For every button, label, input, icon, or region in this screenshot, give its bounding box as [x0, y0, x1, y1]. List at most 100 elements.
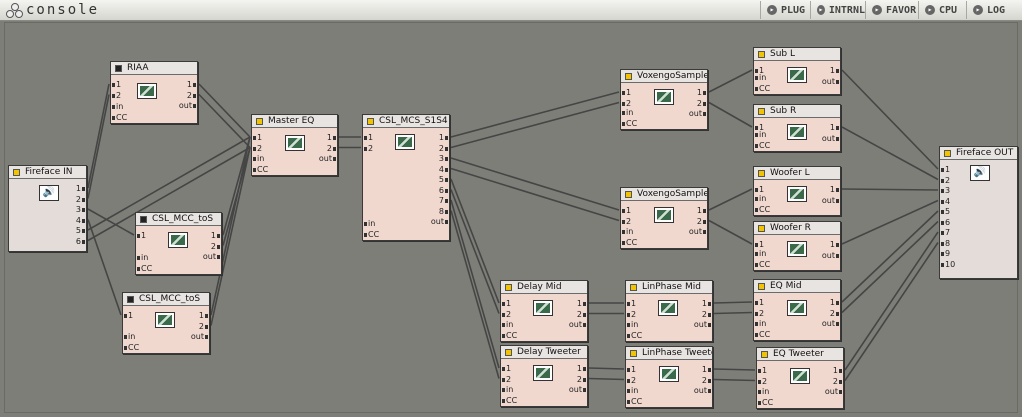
output-port[interactable]: out [821, 133, 840, 143]
input-port[interactable]: CC [757, 397, 774, 407]
input-port[interactable]: 2 [363, 143, 374, 153]
input-port[interactable]: in [363, 219, 376, 228]
output-port[interactable]: out [821, 250, 840, 260]
input-port[interactable]: CC [621, 237, 638, 247]
input-port[interactable]: in [757, 387, 770, 396]
patch-cable[interactable] [87, 219, 122, 316]
patch-cable[interactable] [841, 69, 939, 170]
power-led-icon[interactable] [505, 284, 512, 291]
input-port[interactable]: in [252, 154, 265, 163]
output-port[interactable]: 2 [576, 374, 587, 384]
input-port[interactable]: 1 [123, 311, 134, 320]
output-port[interactable]: 1 [829, 185, 840, 194]
output-port[interactable]: 1 [576, 364, 587, 373]
module-title[interactable]: Sub L [754, 48, 840, 61]
module-title[interactable]: EQ Mid [754, 280, 840, 293]
favor-button[interactable]: ▸ FAVOR [865, 1, 918, 19]
input-port[interactable]: CC [501, 330, 518, 340]
patch-cable[interactable] [841, 126, 939, 181]
output-port[interactable]: 5 [438, 175, 449, 184]
output-port[interactable]: 1 [829, 66, 840, 75]
power-led-icon[interactable] [944, 150, 951, 157]
speaker-icon[interactable]: 🔊 [970, 165, 990, 181]
output-port[interactable]: 1 [438, 133, 449, 142]
input-port[interactable]: in [111, 102, 124, 111]
input-port[interactable]: in [626, 320, 639, 329]
output-port[interactable]: 1 [829, 240, 840, 249]
power-led-icon[interactable] [630, 284, 637, 291]
patch-cable[interactable] [844, 242, 939, 381]
output-port[interactable]: 2 [75, 194, 86, 204]
output-port[interactable]: 1 [326, 133, 337, 142]
input-port[interactable]: 2 [626, 309, 637, 319]
module-title[interactable]: Delay Mid [501, 281, 587, 294]
module-title[interactable]: Fireface IN [9, 166, 86, 179]
power-led-icon[interactable] [115, 65, 122, 72]
input-port[interactable]: 1 [757, 366, 768, 375]
module-title[interactable]: RIAA [111, 62, 197, 75]
power-led-icon[interactable] [758, 283, 765, 290]
input-port[interactable]: 2 [501, 309, 512, 319]
output-port[interactable]: 2 [832, 376, 843, 386]
scope-icon[interactable] [285, 135, 305, 151]
scope-icon[interactable] [395, 134, 415, 150]
patch-cable[interactable] [588, 367, 625, 370]
input-port[interactable]: in [501, 320, 514, 329]
patch-cable[interactable] [713, 311, 753, 315]
input-port[interactable]: CC [754, 140, 771, 150]
output-port[interactable]: out [821, 195, 840, 205]
patch-cable[interactable] [450, 167, 620, 222]
input-port[interactable]: 2 [940, 175, 951, 185]
input-port[interactable]: CC [621, 118, 638, 128]
input-port[interactable]: CC [626, 330, 643, 340]
power-led-icon[interactable] [758, 51, 765, 58]
power-led-icon[interactable] [505, 349, 512, 356]
patch-cable[interactable] [450, 91, 620, 138]
intrnl-button[interactable]: ▸ INTRNL [810, 1, 865, 19]
input-port[interactable]: in [754, 249, 767, 258]
input-port[interactable]: 1 [621, 88, 632, 97]
power-led-icon[interactable] [758, 108, 765, 115]
power-led-icon[interactable] [367, 118, 374, 125]
scope-icon[interactable] [168, 232, 188, 248]
module-title[interactable]: Master EQ [252, 115, 337, 128]
power-led-icon[interactable] [758, 170, 765, 177]
module-title[interactable]: Fireface OUT [940, 147, 1017, 160]
input-port[interactable]: 7 [940, 228, 951, 237]
output-port[interactable]: out [688, 227, 707, 236]
output-port[interactable]: out [568, 385, 587, 394]
output-port[interactable]: 2 [326, 143, 337, 153]
input-port[interactable]: 1 [754, 298, 765, 307]
output-port[interactable]: 1 [576, 299, 587, 308]
patch-cable[interactable] [450, 157, 620, 211]
scope-icon[interactable] [654, 89, 674, 105]
input-port[interactable]: CC [123, 342, 140, 352]
patch-cable[interactable] [87, 83, 110, 189]
output-port[interactable]: out [821, 319, 840, 328]
power-led-icon[interactable] [256, 118, 263, 125]
input-port[interactable]: 1 [111, 80, 122, 89]
scope-icon[interactable] [659, 366, 679, 382]
input-port[interactable]: 1 [501, 299, 512, 308]
input-port[interactable]: in [754, 130, 767, 139]
scope-icon[interactable] [155, 312, 175, 328]
input-port[interactable]: 1 [754, 123, 765, 132]
output-port[interactable]: out [821, 76, 840, 86]
patch-cable[interactable] [450, 101, 620, 149]
input-port[interactable]: CC [111, 112, 128, 122]
scope-icon[interactable] [533, 365, 553, 381]
patch-cable[interactable] [708, 219, 753, 245]
input-port[interactable]: CC [136, 263, 153, 273]
module-title[interactable]: VoxengoSampleD [621, 188, 707, 201]
patch-cable[interactable] [844, 231, 939, 371]
module-title[interactable]: EQ Tweeter [757, 348, 843, 361]
